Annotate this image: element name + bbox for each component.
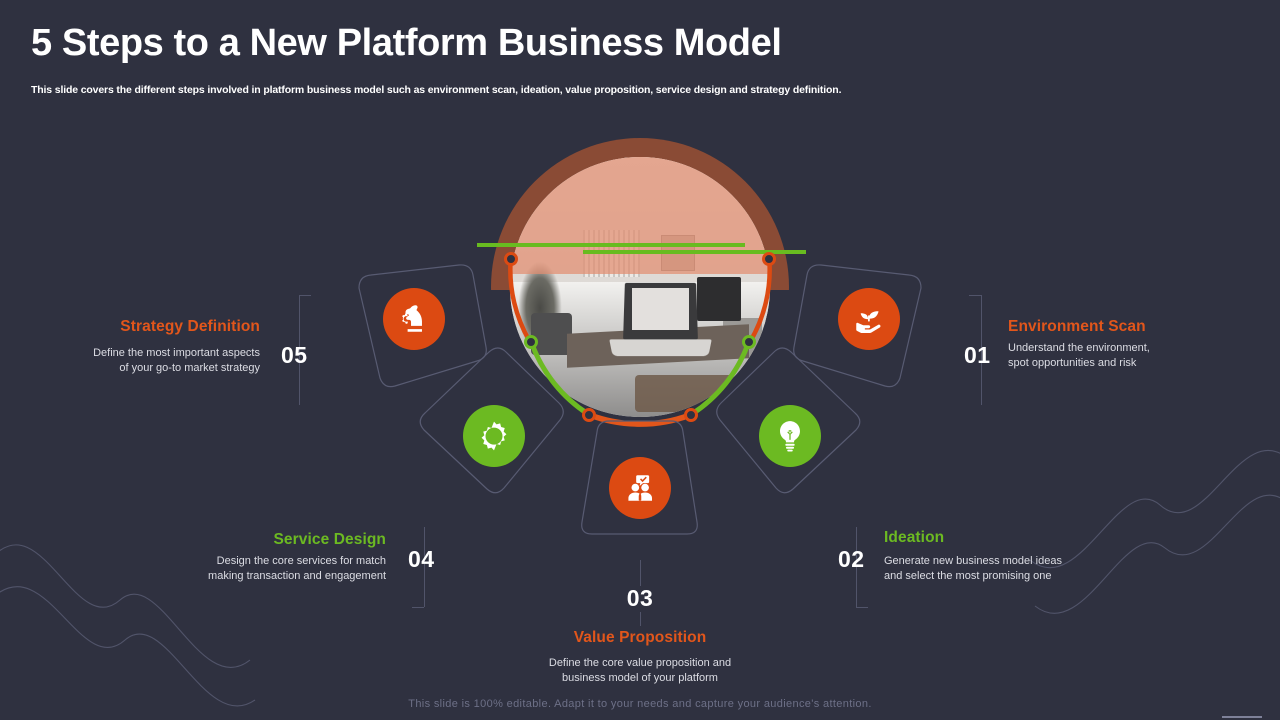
step-description-01: Understand the environment, spot opportu… <box>1008 341 1278 371</box>
connector-line-05 <box>299 295 300 405</box>
hand-holding-plant-icon <box>856 311 881 334</box>
connector-line-03-bottom <box>640 612 641 626</box>
footer-note: This slide is 100% editable. Adapt it to… <box>408 698 872 710</box>
step-title-01: Environment Scan <box>1008 318 1146 335</box>
step-description-03-line2: business model of your platform <box>562 671 718 684</box>
step-title-02: Ideation <box>884 529 945 546</box>
step-description-05-line1: Define the most important aspects <box>93 347 260 359</box>
green-accent-line-left <box>477 243 745 247</box>
page-subtitle: This slide covers the different steps in… <box>31 84 842 96</box>
page-title: 5 Steps to a New Platform Business Model <box>31 22 782 64</box>
connector-tick-05 <box>299 295 311 296</box>
step-number-02: 02 <box>838 546 865 572</box>
step-description-03-line1: Define the core value proposition and <box>548 657 732 669</box>
step-number-03: 03 <box>626 585 654 611</box>
step-description-04-line2: making transaction and engagement <box>208 569 386 582</box>
step-description-04-line1: Design the core services for match <box>216 555 386 567</box>
step-icon-03[interactable] <box>609 457 671 519</box>
step-title-04: Service Design <box>273 531 386 548</box>
step-description-03: Define the core value proposition and bu… <box>470 656 810 686</box>
step-number-04: 04 <box>408 546 435 572</box>
step-title-03: Value Proposition <box>573 629 707 646</box>
gear-person-icon <box>481 421 507 451</box>
step-icon-05[interactable] <box>383 288 445 350</box>
connector-line-01 <box>981 295 982 405</box>
step-title-05: Strategy Definition <box>120 318 260 335</box>
connector-tick-02 <box>856 607 868 608</box>
step-number-05: 05 <box>281 342 308 368</box>
step-description-01-line1: Understand the environment, <box>1008 342 1150 354</box>
chess-knight-gear-icon <box>402 305 422 332</box>
step-icon-02[interactable] <box>759 405 821 467</box>
step-number-01: 01 <box>964 342 991 368</box>
lightbulb-icon <box>780 421 800 452</box>
step-description-02-line2: and select the most promising one <box>884 569 1052 582</box>
step-icon-04[interactable] <box>463 405 525 467</box>
step-description-02-line1: Generate new business model ideas <box>884 555 1062 567</box>
connector-tick-01 <box>969 295 981 296</box>
green-accent-line-right <box>583 250 806 254</box>
connector-line-03-top <box>640 560 641 586</box>
step-description-05-line2: of your go-to market strategy <box>119 361 260 374</box>
progress-arcs <box>504 252 776 427</box>
step-description-02: Generate new business model ideas and se… <box>884 554 1184 584</box>
connector-tick-04 <box>412 607 424 608</box>
step-description-05: Define the most important aspects of you… <box>0 346 260 376</box>
step-icon-01[interactable] <box>838 288 900 350</box>
central-photo <box>510 157 770 417</box>
people-speech-bubble-icon <box>628 475 653 501</box>
connector-line-02 <box>856 527 857 607</box>
step-description-01-line2: spot opportunities and risk <box>1008 356 1137 369</box>
footer-rule <box>1222 716 1262 718</box>
step-description-04: Design the core services for match makin… <box>100 554 386 584</box>
connector-line-04 <box>424 527 425 607</box>
